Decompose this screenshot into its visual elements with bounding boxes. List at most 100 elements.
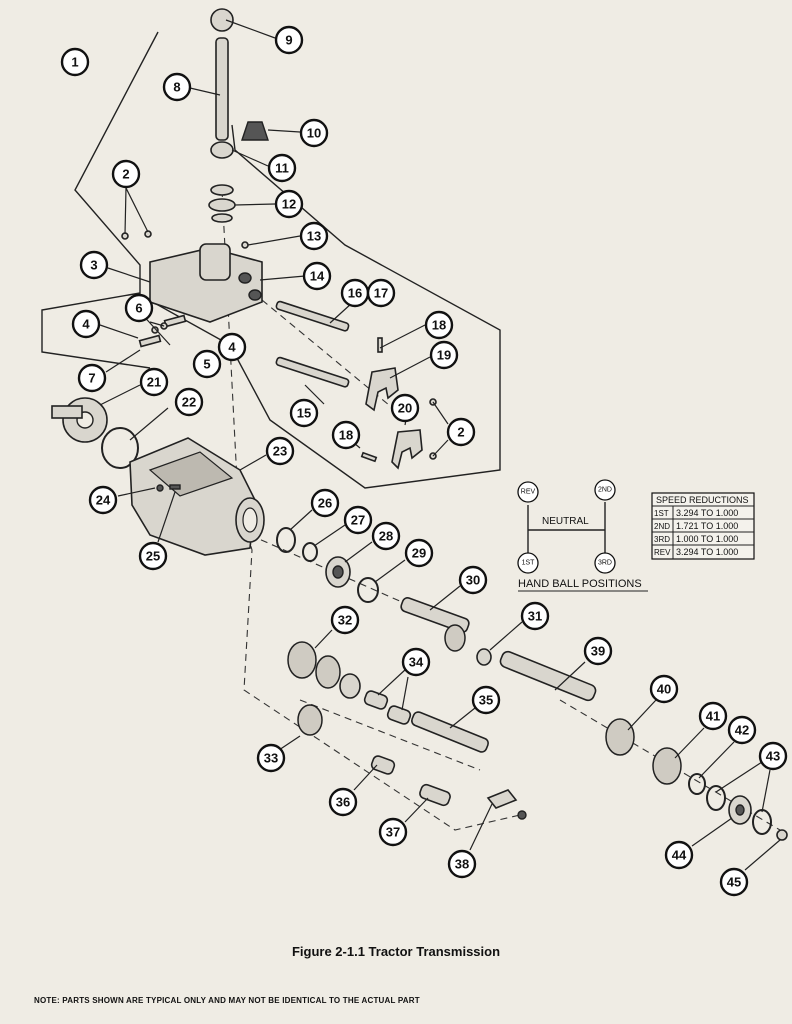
svg-text:20: 20 <box>398 401 412 416</box>
callout-31: 31 <box>520 601 550 631</box>
svg-text:40: 40 <box>657 682 671 697</box>
svg-text:5: 5 <box>203 357 210 372</box>
svg-text:35: 35 <box>479 693 493 708</box>
callout-12: 12 <box>274 189 304 219</box>
svg-text:32: 32 <box>338 613 352 628</box>
shift-cover <box>121 230 263 323</box>
svg-text:36: 36 <box>336 795 350 810</box>
shift-2nd: 2ND <box>598 487 612 494</box>
svg-text:1: 1 <box>71 55 78 70</box>
callout-26: 26 <box>310 488 340 518</box>
svg-text:38: 38 <box>455 857 469 872</box>
svg-text:29: 29 <box>412 546 426 561</box>
svg-text:17: 17 <box>374 286 388 301</box>
shift-forks <box>360 337 437 470</box>
front-retainer <box>51 397 139 469</box>
callout-15: 15 <box>289 398 319 428</box>
svg-text:27: 27 <box>351 513 365 528</box>
callout-5: 5 <box>192 349 222 379</box>
svg-text:19: 19 <box>437 348 451 363</box>
callout-39: 39 <box>583 636 613 666</box>
svg-text:42: 42 <box>735 723 749 738</box>
figure-caption: Figure 2-1.1 Tractor Transmission <box>291 944 501 959</box>
svg-text:1ST: 1ST <box>654 509 669 518</box>
shift-rev: REV <box>521 489 536 496</box>
svg-text:4: 4 <box>82 317 90 332</box>
svg-text:13: 13 <box>307 229 321 244</box>
svg-text:24: 24 <box>96 493 111 508</box>
svg-text:3RD: 3RD <box>654 535 670 544</box>
shift-title: HAND BALL POSITIONS <box>518 578 642 590</box>
callout-6: 6 <box>124 293 154 323</box>
callout-9: 9 <box>274 25 304 55</box>
svg-text:9: 9 <box>285 33 292 48</box>
svg-text:1.000 TO 1.000: 1.000 TO 1.000 <box>676 534 738 544</box>
callout-22: 22 <box>174 387 204 417</box>
shift-pattern: REV 2ND 1ST 3RD NEUTRAL HAND BALL POSITI… <box>517 479 648 592</box>
svg-text:34: 34 <box>409 655 424 670</box>
svg-text:25: 25 <box>146 549 160 564</box>
svg-text:2: 2 <box>122 167 129 182</box>
svg-text:43: 43 <box>766 749 780 764</box>
callout-38: 38 <box>447 849 477 879</box>
svg-text:28: 28 <box>379 529 393 544</box>
callout-20: 20 <box>390 393 420 423</box>
speed-reductions-table: SPEED REDUCTIONS 1ST 3.294 TO 1.000 2ND … <box>651 492 755 560</box>
svg-text:33: 33 <box>264 751 278 766</box>
svg-text:23: 23 <box>273 444 287 459</box>
svg-text:6: 6 <box>135 301 142 316</box>
shift-lever-parts <box>208 8 269 223</box>
callout-1: 1 <box>60 47 90 77</box>
figure-note: NOTE: PARTS SHOWN ARE TYPICAL ONLY AND M… <box>34 996 420 1005</box>
detent-outline <box>41 292 151 369</box>
svg-text:15: 15 <box>297 406 311 421</box>
callout-32: 32 <box>330 605 360 635</box>
svg-text:3.294 TO 1.000: 3.294 TO 1.000 <box>676 508 738 518</box>
callout-13: 13 <box>299 221 329 251</box>
svg-text:11: 11 <box>275 161 289 176</box>
svg-text:3.294 TO 1.000: 3.294 TO 1.000 <box>676 547 738 557</box>
svg-text:2: 2 <box>457 425 464 440</box>
callout-3: 3 <box>79 250 109 280</box>
callout-25: 25 <box>138 541 168 571</box>
svg-text:18: 18 <box>432 318 446 333</box>
callout-30: 30 <box>458 565 488 595</box>
callout-23: 23 <box>265 436 295 466</box>
shift-1st: 1ST <box>522 560 536 567</box>
callout-18-top: 18 <box>424 310 454 340</box>
callout-14: 14 <box>302 261 332 291</box>
callout-36: 36 <box>328 787 358 817</box>
shift-neutral-label: NEUTRAL <box>542 516 589 527</box>
cluster-gear-parts <box>287 641 527 820</box>
leader-lines <box>99 19 781 871</box>
callout-21: 21 <box>139 367 169 397</box>
svg-text:45: 45 <box>727 875 741 890</box>
callout-2-top: 2 <box>111 159 141 189</box>
callout-33: 33 <box>256 743 286 773</box>
svg-text:39: 39 <box>591 644 605 659</box>
callout-42: 42 <box>727 715 757 745</box>
callout-43: 43 <box>758 741 788 771</box>
callout-34: 34 <box>401 647 431 677</box>
svg-text:41: 41 <box>706 709 720 724</box>
callout-45: 45 <box>719 867 749 897</box>
callout-24: 24 <box>88 485 118 515</box>
callout-29: 29 <box>404 538 434 568</box>
callout-41: 41 <box>698 701 728 731</box>
svg-text:26: 26 <box>318 496 332 511</box>
svg-text:10: 10 <box>307 126 321 141</box>
svg-text:30: 30 <box>466 573 480 588</box>
svg-text:3: 3 <box>90 258 97 273</box>
svg-text:44: 44 <box>672 848 687 863</box>
callout-16: 16 <box>340 278 370 308</box>
callout-40: 40 <box>649 674 679 704</box>
svg-text:2ND: 2ND <box>654 522 670 531</box>
svg-text:14: 14 <box>310 269 325 284</box>
svg-text:7: 7 <box>88 371 95 386</box>
assembly-outline <box>74 31 501 489</box>
callout-11: 11 <box>267 153 297 183</box>
svg-text:21: 21 <box>147 375 161 390</box>
callout-8: 8 <box>162 72 192 102</box>
